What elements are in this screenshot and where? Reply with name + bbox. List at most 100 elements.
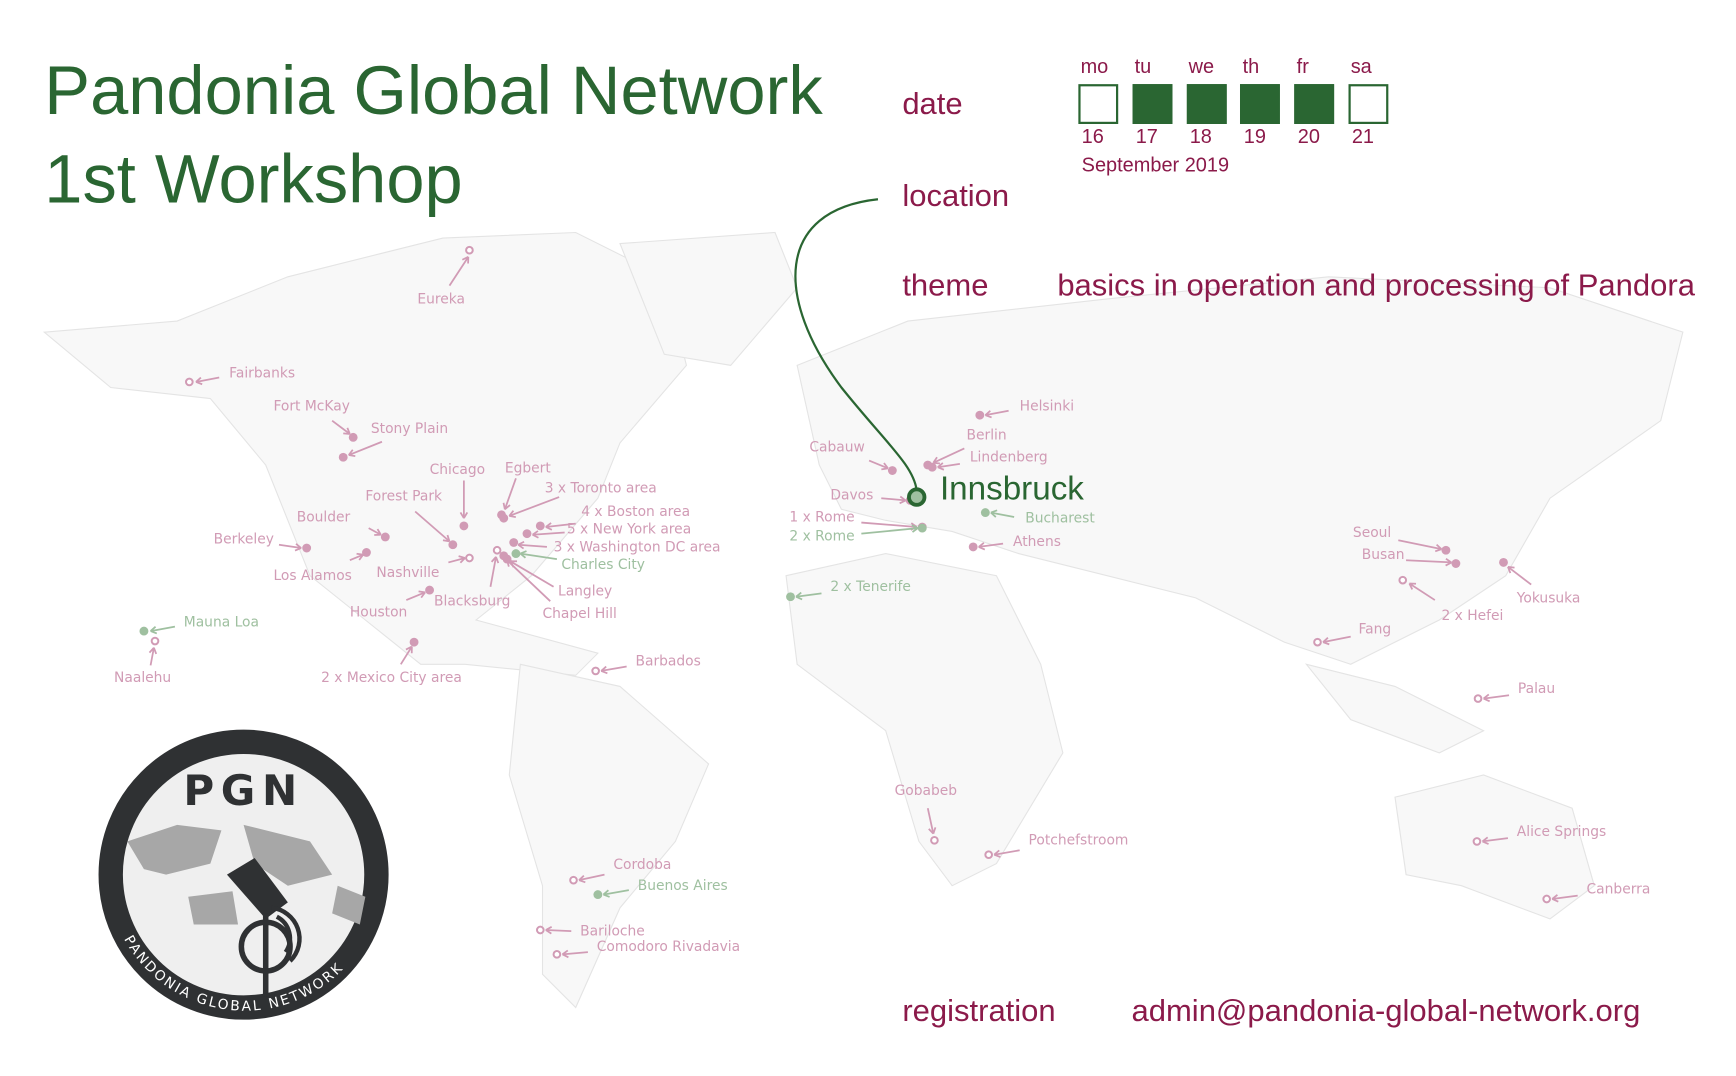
site-marker[interactable]	[499, 513, 509, 523]
day-number: 20	[1297, 125, 1320, 148]
site-arrow	[603, 889, 630, 896]
registration-email[interactable]: admin@pandonia-global-network.org	[1131, 993, 1641, 1028]
site-label: 3 x Toronto area	[545, 481, 657, 497]
site-marker[interactable]	[465, 245, 474, 255]
arrow-head	[881, 462, 889, 471]
site-marker[interactable]	[1313, 637, 1322, 647]
arrow-head	[578, 874, 586, 884]
weekday-tu: tu	[1134, 55, 1152, 78]
site-label: 5 x New York area	[567, 522, 691, 538]
arrow-head	[461, 256, 470, 264]
arrow-head	[545, 522, 553, 531]
logo-acronym: PGN	[183, 766, 303, 815]
site-marker[interactable]	[150, 636, 160, 646]
arrow-head	[459, 511, 469, 519]
site-arrow	[508, 496, 560, 517]
arrow-head	[1322, 637, 1330, 646]
site-label: Blacksburg	[434, 594, 510, 610]
site-arrow	[1322, 635, 1351, 644]
site-marker[interactable]	[522, 529, 532, 539]
arrow-head	[517, 540, 525, 550]
site-marker[interactable]	[591, 666, 600, 676]
site-label: Gobabeb	[895, 783, 958, 799]
site-marker[interactable]	[1441, 545, 1451, 555]
site-marker[interactable]	[535, 925, 545, 935]
site-marker[interactable]	[465, 553, 474, 563]
site-marker[interactable]	[984, 850, 993, 860]
site-marker[interactable]	[499, 551, 509, 561]
site-marker[interactable]	[1451, 559, 1461, 568]
site-marker[interactable]	[380, 532, 390, 542]
site-marker[interactable]	[569, 875, 578, 885]
site-marker[interactable]	[425, 585, 434, 595]
arrow-head	[348, 449, 356, 457]
site-label: Berlin	[967, 428, 1007, 444]
site-marker[interactable]	[1472, 837, 1482, 846]
site-marker[interactable]	[887, 466, 897, 475]
site-arrow	[994, 849, 1020, 856]
site-label: 1 x Rome	[789, 509, 854, 525]
title-line-2: 1st Workshop	[44, 141, 463, 219]
site-marker[interactable]	[492, 545, 502, 555]
site-marker[interactable]	[302, 543, 312, 553]
site-marker[interactable]	[593, 890, 603, 899]
site-marker[interactable]	[917, 523, 927, 533]
site-label: Helsinki	[1020, 399, 1074, 415]
site-arrow	[861, 521, 917, 528]
site-marker[interactable]	[338, 452, 348, 462]
arrow-head	[561, 949, 569, 959]
site-marker[interactable]	[927, 462, 937, 472]
site-arrow	[861, 527, 918, 535]
site-label: Barbados	[635, 653, 700, 669]
site-label: Bucharest	[1025, 511, 1095, 527]
site-label: Alice Springs	[1517, 824, 1606, 840]
registration-label: registration	[902, 993, 1056, 1028]
site-marker[interactable]	[930, 836, 939, 845]
title-line-1: Pandonia Global Network	[44, 53, 823, 130]
arrow-head	[148, 647, 158, 655]
site-label: Potchefstroom	[1029, 833, 1129, 849]
site-marker[interactable]	[1473, 694, 1483, 703]
site-arrow	[1408, 582, 1436, 601]
site-marker[interactable]	[975, 410, 985, 420]
site-marker[interactable]	[348, 432, 358, 442]
arrow-head	[602, 889, 610, 898]
site-label: Chapel Hill	[542, 606, 616, 622]
site-marker[interactable]	[786, 592, 795, 602]
site-marker[interactable]	[1542, 894, 1551, 904]
location-label: location	[902, 178, 1010, 213]
site-marker[interactable]	[362, 548, 371, 557]
day-box-workshop	[1132, 84, 1173, 124]
weekday-mo: mo	[1080, 55, 1109, 78]
arrow-head	[545, 926, 553, 935]
site-label: Canberra	[1587, 881, 1651, 897]
site-marker[interactable]	[968, 542, 978, 552]
venue-label: Innsbruck	[940, 470, 1084, 507]
site-arrow	[985, 409, 1009, 417]
site-marker[interactable]	[552, 950, 562, 959]
site-marker[interactable]	[459, 521, 469, 531]
arrow-head	[343, 427, 351, 435]
site-arrow	[795, 592, 822, 598]
site-marker[interactable]	[509, 538, 519, 547]
site-label: Charles City	[561, 557, 645, 573]
site-arrow	[150, 625, 176, 632]
site-arrow	[932, 447, 965, 464]
day-box	[1078, 84, 1119, 124]
site-label: 4 x Boston area	[581, 504, 690, 520]
site-marker[interactable]	[535, 521, 545, 531]
arrow-head	[899, 495, 907, 505]
site-arrow	[601, 665, 627, 672]
venue-marker[interactable]	[907, 487, 927, 507]
site-marker[interactable]	[1499, 557, 1508, 567]
site-marker[interactable]	[1398, 575, 1408, 585]
site-marker[interactable]	[139, 626, 149, 636]
site-marker[interactable]	[511, 549, 521, 558]
site-label: Fairbanks	[229, 366, 295, 382]
site-label: Eureka	[417, 291, 465, 307]
site-marker[interactable]	[185, 377, 194, 387]
site-marker[interactable]	[409, 637, 419, 647]
site-arrow	[349, 553, 364, 562]
site-marker[interactable]	[980, 508, 990, 518]
site-marker[interactable]	[448, 540, 458, 550]
